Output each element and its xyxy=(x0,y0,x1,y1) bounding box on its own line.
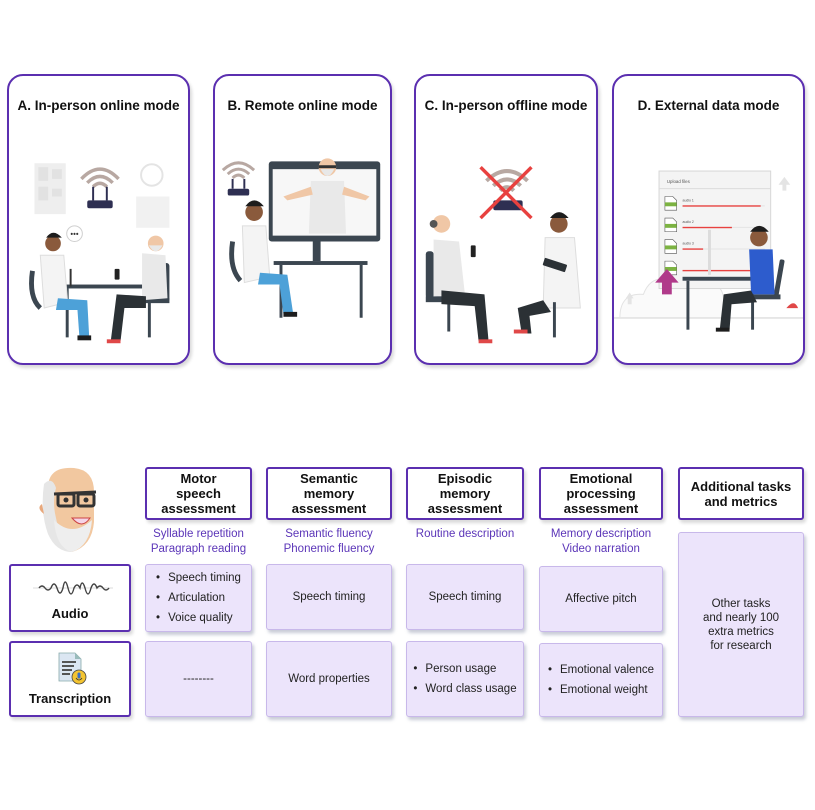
upload-arrow-faint-icon xyxy=(778,176,791,191)
additional-metrics-box: Other tasks and nearly 100 extra metrics… xyxy=(678,532,804,717)
metric-item: Speech timing xyxy=(292,591,366,603)
transcription-row-label: Transcription xyxy=(9,641,131,717)
upload-file-name: audio 3 xyxy=(683,241,694,245)
metric-item: Word properties xyxy=(288,673,370,685)
upload-file-row: audio 2 xyxy=(664,217,765,233)
remote-online-illustration xyxy=(221,158,381,318)
emotional-processing-assessment-header: Emotional processing assessment xyxy=(539,467,663,520)
metric-item: Speech timing xyxy=(156,568,241,588)
semantic-memory-tasks: Semantic fluency Phonemic fluency xyxy=(283,528,375,555)
mode-title: D. External data mode xyxy=(637,98,780,113)
transcription-label: Transcription xyxy=(28,691,112,706)
additional-tasks-metrics-header: Additional tasks and metrics xyxy=(678,467,804,520)
desk xyxy=(682,276,757,281)
upload-progress-bar xyxy=(682,205,761,207)
upload-arrow-faint-icon xyxy=(625,292,634,305)
svg-text:•••: ••• xyxy=(70,230,78,239)
metric-item: Speech timing xyxy=(428,591,502,603)
emotional-processing-audio-metrics: Affective pitch xyxy=(539,566,663,632)
upload-arrow-icon xyxy=(655,268,679,295)
additional-metrics-text: Other tasks and nearly 100 extra metrics… xyxy=(702,597,780,652)
external-data-illustration: Upload files audio 1 audio 2 audio 3 xyxy=(614,170,803,332)
upload-file-name: audio 2 xyxy=(683,220,694,224)
upload-file-row: audio 3 xyxy=(664,239,765,254)
patient-with-headset-figure xyxy=(425,215,493,344)
mode-card-in-person-offline: C. In-person offline mode xyxy=(414,74,598,365)
episodic-memory-assessment-header: Episodic memory assessment xyxy=(406,467,524,520)
wall-clock-icon xyxy=(140,163,164,187)
no-wifi-icon xyxy=(479,165,533,220)
upload-progress-bar xyxy=(682,248,704,250)
semantic-memory-transcription-metrics: Word properties xyxy=(266,641,392,717)
upload-progress-track xyxy=(682,248,765,250)
metric-item: Voice quality xyxy=(156,608,241,628)
clinician-with-tablet-figure xyxy=(513,212,581,338)
wifi-router-icon xyxy=(221,161,256,196)
mode-title: B. Remote online mode xyxy=(227,98,378,113)
desk xyxy=(273,261,368,265)
upload-progress-bar xyxy=(682,226,732,229)
episodic-memory-transcription-metrics: Person usage Word class usage xyxy=(406,641,524,717)
transcript-document-mic-icon xyxy=(58,652,87,685)
speech-bubble-icon xyxy=(66,225,83,242)
metric-item: Articulation xyxy=(156,588,241,608)
mode-title: A. In-person online mode xyxy=(17,98,180,113)
upload-progress-bar xyxy=(682,269,753,272)
upload-file-name: audio 1 xyxy=(683,198,694,202)
audio-label: Audio xyxy=(51,606,89,621)
upload-panel-title: Upload files xyxy=(667,179,691,184)
metric-item: Affective pitch xyxy=(565,593,637,605)
metric-item: Emotional valence xyxy=(548,660,654,680)
clinician-figure xyxy=(29,232,92,341)
mode-card-in-person-online: A. In-person online mode ••• xyxy=(7,74,190,365)
metric-item: Person usage xyxy=(413,659,516,679)
clinician-figure xyxy=(229,200,298,317)
tablet-icon xyxy=(542,257,568,273)
elderly-man-glasses-icon xyxy=(39,467,97,552)
metric-item-placeholder: -------- xyxy=(183,673,214,685)
smartphone-recorder-icon xyxy=(114,268,120,280)
motor-speech-assessment-header: Motor speech assessment xyxy=(145,467,252,520)
smartphone-recorder-icon xyxy=(470,245,476,258)
episodic-memory-audio-metrics: Speech timing xyxy=(406,564,524,630)
person-at-computer-figure xyxy=(715,225,799,332)
metric-item: Word class usage xyxy=(413,679,516,699)
audio-row-label: Audio xyxy=(9,564,131,632)
mode-title: C. In-person offline mode xyxy=(424,98,588,113)
patient-figure xyxy=(106,235,170,344)
in-person-online-illustration: ••• xyxy=(29,163,170,344)
wifi-router-icon xyxy=(80,167,120,209)
elderly-man-avatar xyxy=(39,467,97,552)
semantic-memory-assessment-header: Semantic memory assessment xyxy=(266,467,392,520)
semantic-memory-audio-metrics: Speech timing xyxy=(266,564,392,630)
mode-card-external-data: D. External data mode Upload files audio… xyxy=(612,74,805,365)
mode-card-remote-online: B. Remote online mode xyxy=(213,74,392,365)
remote-patient-figure xyxy=(283,158,370,234)
motor-speech-audio-metrics: Speech timing Articulation Voice quality xyxy=(145,564,252,632)
sound-wave-icon xyxy=(33,581,113,595)
motor-speech-tasks: Syllable repetition Paragraph reading xyxy=(150,528,247,555)
emotional-processing-transcription-metrics: Emotional valence Emotional weight xyxy=(539,643,663,717)
in-person-offline-illustration xyxy=(425,165,581,344)
calendar-icon xyxy=(136,196,170,228)
table xyxy=(57,284,158,289)
upload-file-row: audio 1 xyxy=(664,196,765,211)
motor-speech-transcription-metrics: -------- xyxy=(145,641,252,717)
episodic-memory-tasks: Routine description xyxy=(415,528,515,540)
headset-icon xyxy=(429,219,438,228)
metric-item: Emotional weight xyxy=(548,680,654,700)
computer-monitor xyxy=(708,229,711,275)
emotional-processing-tasks: Memory description Video narration xyxy=(550,528,652,555)
